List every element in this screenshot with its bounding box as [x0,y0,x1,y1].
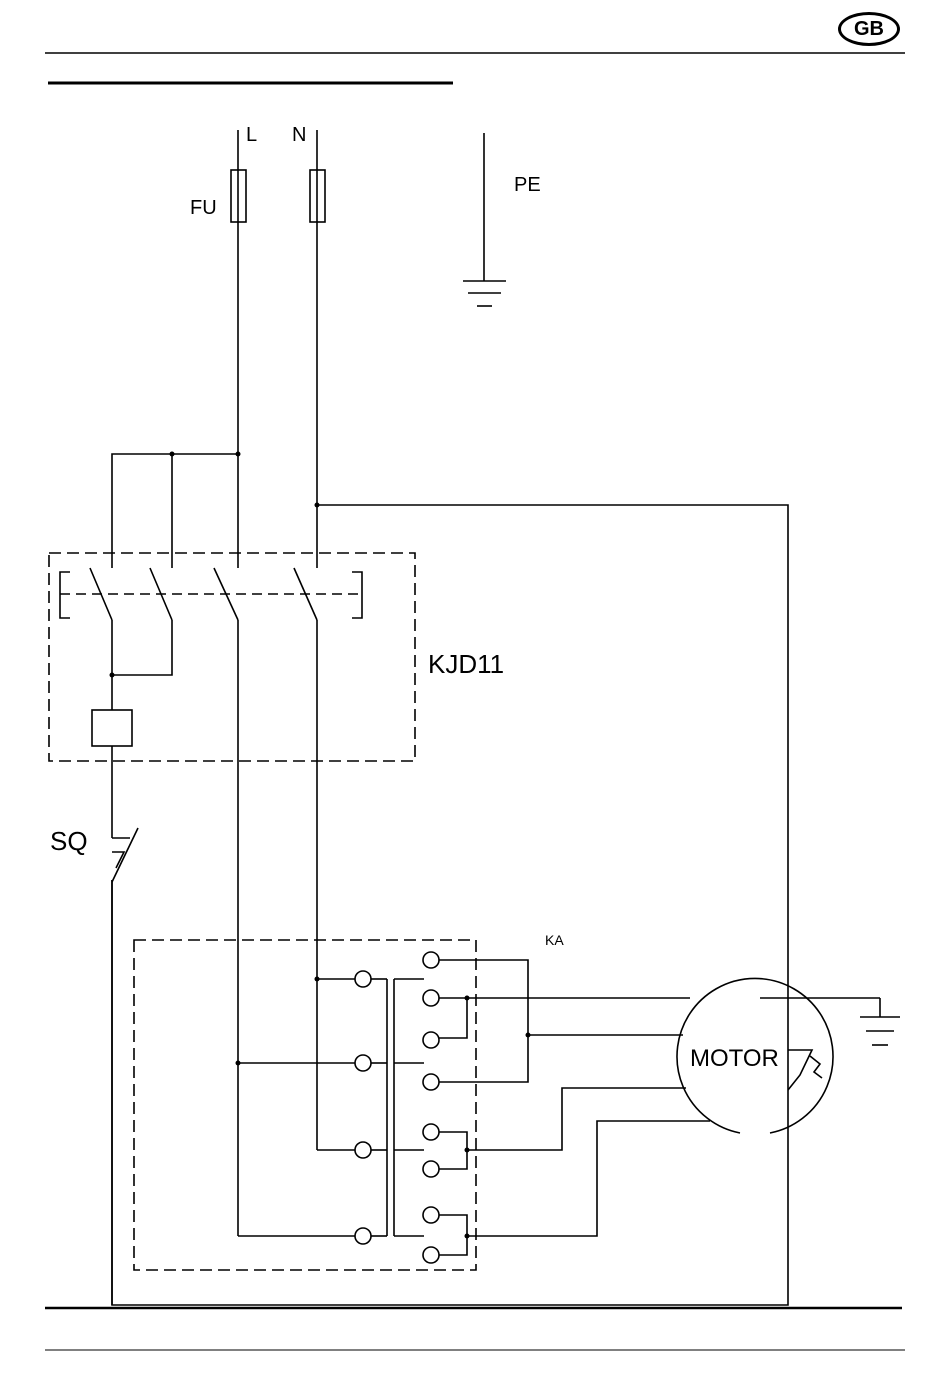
wiring [49,130,900,1305]
motor-thermal-protector [788,1050,812,1090]
motor-label: MOTOR [690,1045,779,1072]
line-label: L [246,124,257,146]
limit-switch-label: SQ [50,826,88,856]
fuse-label: FU [190,197,217,219]
contactor-coil [92,710,132,746]
contactor-label: KJD11 [428,649,504,679]
junction-dots [110,452,531,1239]
relay-label: KA [545,932,564,948]
contactor-supply-bus [112,454,238,568]
relay-terminals [355,952,439,1263]
contactor-contacts [90,568,317,1236]
contactor-enclosure [49,553,415,761]
neutral-to-motor-feed [112,505,788,1305]
motor-ground-symbol [860,1017,900,1045]
pe-label: PE [514,174,541,196]
limit-switch-symbol [112,828,138,882]
neutral-label: N [292,124,306,146]
pe-ground-symbol [463,281,506,306]
